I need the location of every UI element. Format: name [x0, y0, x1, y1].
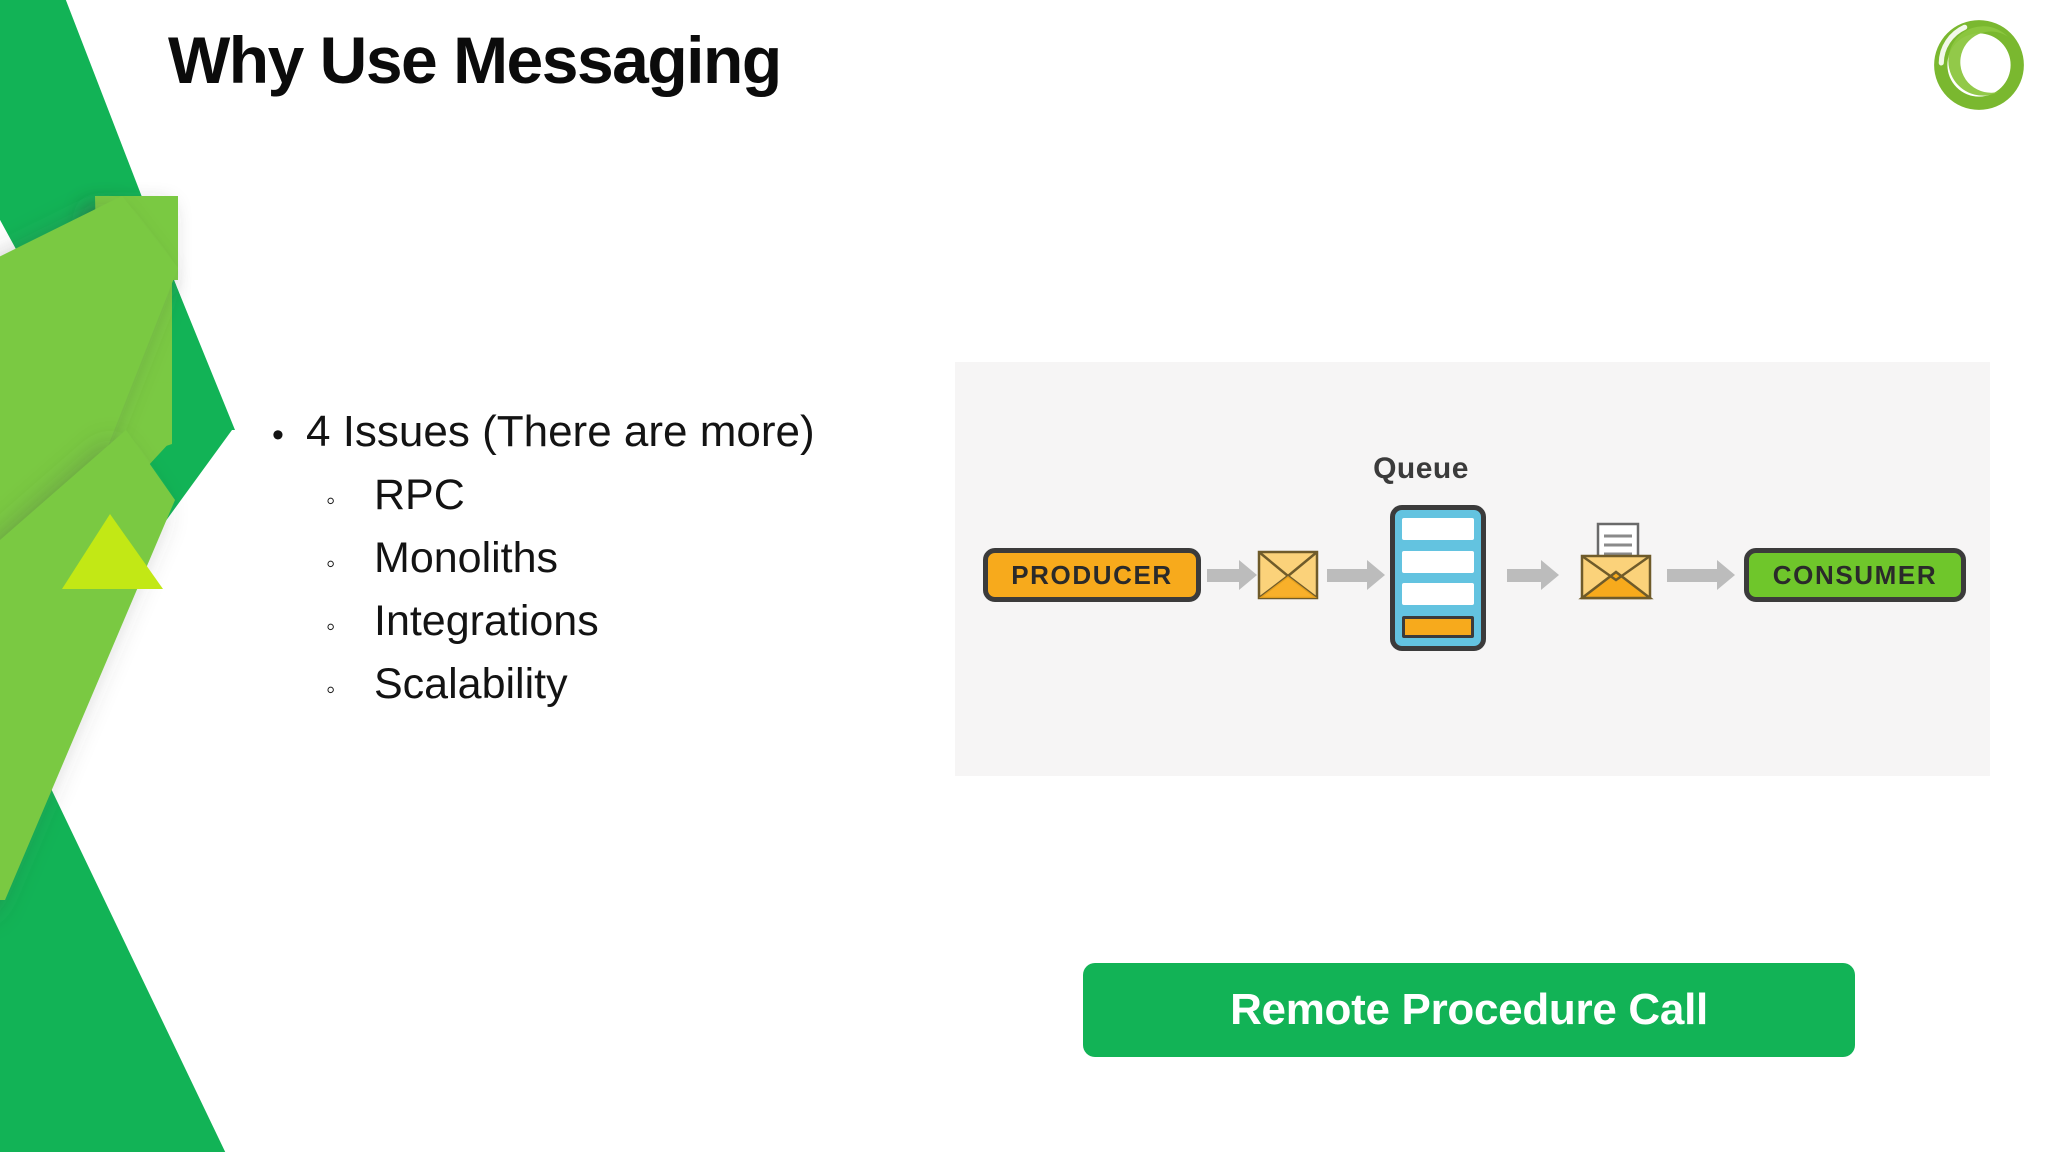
bullet-list: • 4 Issues (There are more) ◦ RPC ◦ Mono… [272, 410, 892, 726]
list-item: ◦ Monoliths [326, 537, 892, 580]
closed-envelope-icon [1257, 550, 1319, 600]
list-item: ◦ Integrations [326, 600, 892, 643]
deco-dark-green-lower [0, 728, 226, 1152]
bullet-marker-circle: ◦ [326, 611, 336, 641]
page-title: Why Use Messaging [168, 23, 782, 97]
deco-lime-triangle [62, 514, 163, 589]
queue-label: Queue [1373, 452, 1469, 485]
queue-slot-empty [1402, 550, 1474, 573]
open-envelope-with-letter-icon [1578, 522, 1654, 600]
left-decoration-graphic [0, 0, 235, 1152]
bullet-marker-circle: ◦ [326, 674, 336, 704]
green-spiral-ring-logo [1934, 20, 2024, 110]
list-item-label: Monoliths [374, 534, 559, 582]
arrow-right-icon [1207, 560, 1257, 590]
bullet-marker-disc: • [272, 416, 284, 454]
list-item: ◦ Scalability [326, 663, 892, 706]
list-item-label: Scalability [374, 660, 568, 708]
queue-slot-empty [1402, 583, 1474, 606]
list-item-label: RPC [374, 471, 465, 519]
queue-slot-filled [1402, 615, 1474, 638]
list-item-label: Integrations [374, 597, 599, 645]
deco-mid-green-front [0, 196, 178, 700]
messaging-queue-diagram: PRODUCER Queue CONSUMER [955, 362, 1990, 776]
list-item: • 4 Issues (There are more) [272, 410, 892, 454]
bullet-marker-circle: ◦ [326, 548, 336, 578]
producer-node: PRODUCER [983, 548, 1201, 602]
deco-mid-green-front-lower [0, 430, 175, 900]
consumer-node: CONSUMER [1744, 548, 1966, 602]
list-item-label: 4 Issues (There are more) [306, 407, 815, 456]
arrow-right-icon [1667, 560, 1735, 590]
arrow-right-icon [1327, 560, 1385, 590]
queue-node [1390, 505, 1486, 651]
queue-slot-empty [1402, 518, 1474, 540]
arrow-right-icon [1507, 560, 1559, 590]
deco-mid-green-back [95, 196, 178, 280]
deco-mid-green-right-arm [98, 265, 172, 520]
list-item: ◦ RPC [326, 474, 892, 517]
remote-procedure-call-button[interactable]: Remote Procedure Call [1083, 963, 1855, 1057]
deco-mid-green-wedge [28, 382, 172, 492]
bullet-marker-circle: ◦ [326, 485, 336, 515]
